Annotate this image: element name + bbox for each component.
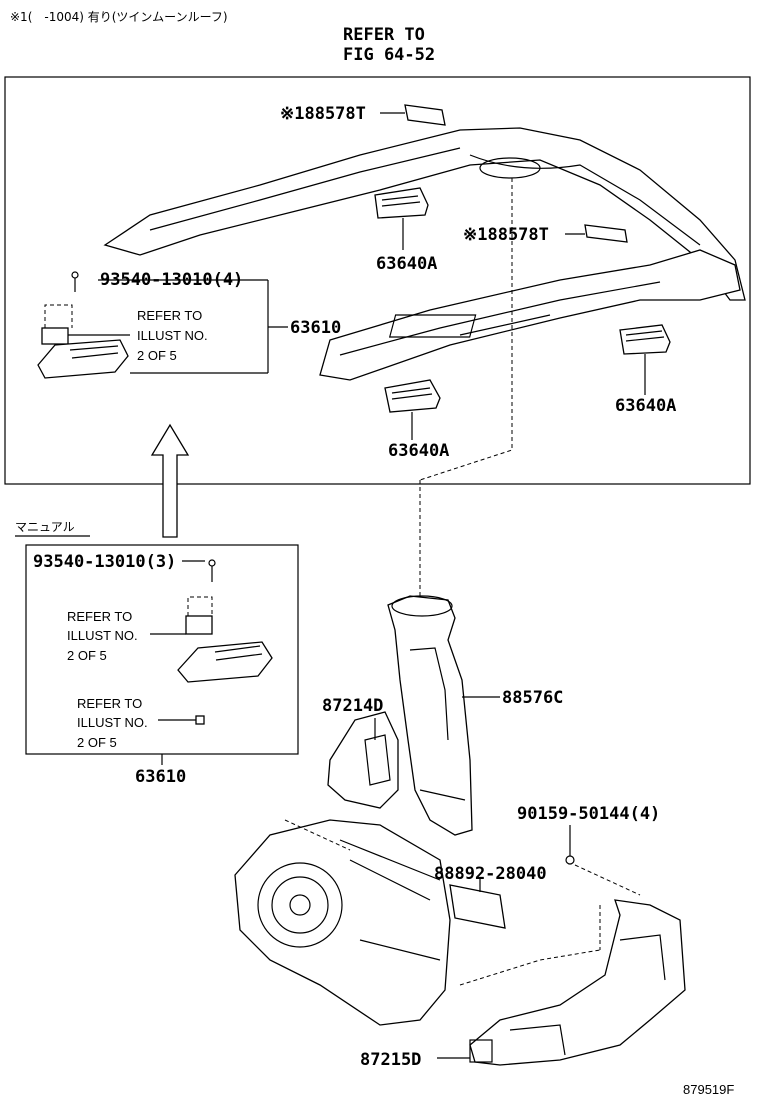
illust-ref-manual-a-1: REFER TO xyxy=(67,609,132,624)
label-88892: 88892-28040 xyxy=(434,864,547,884)
label-63640A-c: 63640A xyxy=(615,396,676,416)
manual-title: マニュアル xyxy=(15,520,75,534)
vertical-duct-88576C xyxy=(387,595,473,836)
illust-ref-top-1: REFER TO xyxy=(137,308,202,323)
nozzle-63640A-c xyxy=(619,324,671,355)
up-arrow-icon xyxy=(150,423,190,538)
label-87215D: 87215D xyxy=(360,1050,421,1070)
illust-ref-manual-b-1: REFER TO xyxy=(77,696,142,711)
label-93540-3: 93540-13010(3) xyxy=(33,552,176,572)
label-63610-top: 63610 xyxy=(290,318,341,338)
filter-88892 xyxy=(449,884,506,929)
figure-code: 879519F xyxy=(683,1082,734,1097)
illust-ref-manual-a-2: ILLUST NO. xyxy=(67,628,138,643)
pad-88578T-a xyxy=(404,104,446,126)
refer-fig-line1: REFER TO xyxy=(343,25,425,45)
label-93540-4: 93540-13010(4) xyxy=(100,270,243,290)
label-88576C: 88576C xyxy=(502,688,563,708)
light-assembly-manual xyxy=(177,559,273,725)
register-87214D xyxy=(327,711,399,809)
blower-unit xyxy=(234,819,451,1026)
nozzle-63640A-a xyxy=(374,187,429,219)
illust-ref-manual-b-2: ILLUST NO. xyxy=(77,715,148,730)
header-note: ※1( -1004) 有り(ツインムーンルーフ) xyxy=(10,10,228,24)
top-group-frame xyxy=(4,76,751,485)
refer-fig-line2: FIG 64-52 xyxy=(343,45,435,65)
label-88578T-b: ※188578T xyxy=(463,225,549,245)
label-87214D: 87214D xyxy=(322,696,383,716)
roof-duct-assembly xyxy=(103,127,746,381)
label-63610-manual: 63610 xyxy=(135,767,186,787)
nozzle-63640A-b xyxy=(384,379,441,413)
lower-duct-87215D xyxy=(469,899,686,1066)
illust-ref-manual-a-3: 2 OF 5 xyxy=(67,648,107,663)
label-90159: 90159-50144(4) xyxy=(517,804,660,824)
pad-88578T-b xyxy=(584,224,628,243)
label-63640A-b: 63640A xyxy=(388,441,449,461)
light-assembly-top xyxy=(37,271,129,379)
label-63640A-a: 63640A xyxy=(376,254,437,274)
illust-ref-top-2: ILLUST NO. xyxy=(137,328,208,343)
label-88578T-a: ※188578T xyxy=(280,104,366,124)
illust-ref-top-3: 2 OF 5 xyxy=(137,348,177,363)
illust-ref-manual-b-3: 2 OF 5 xyxy=(77,735,117,750)
screw-90159-icon xyxy=(565,855,575,865)
